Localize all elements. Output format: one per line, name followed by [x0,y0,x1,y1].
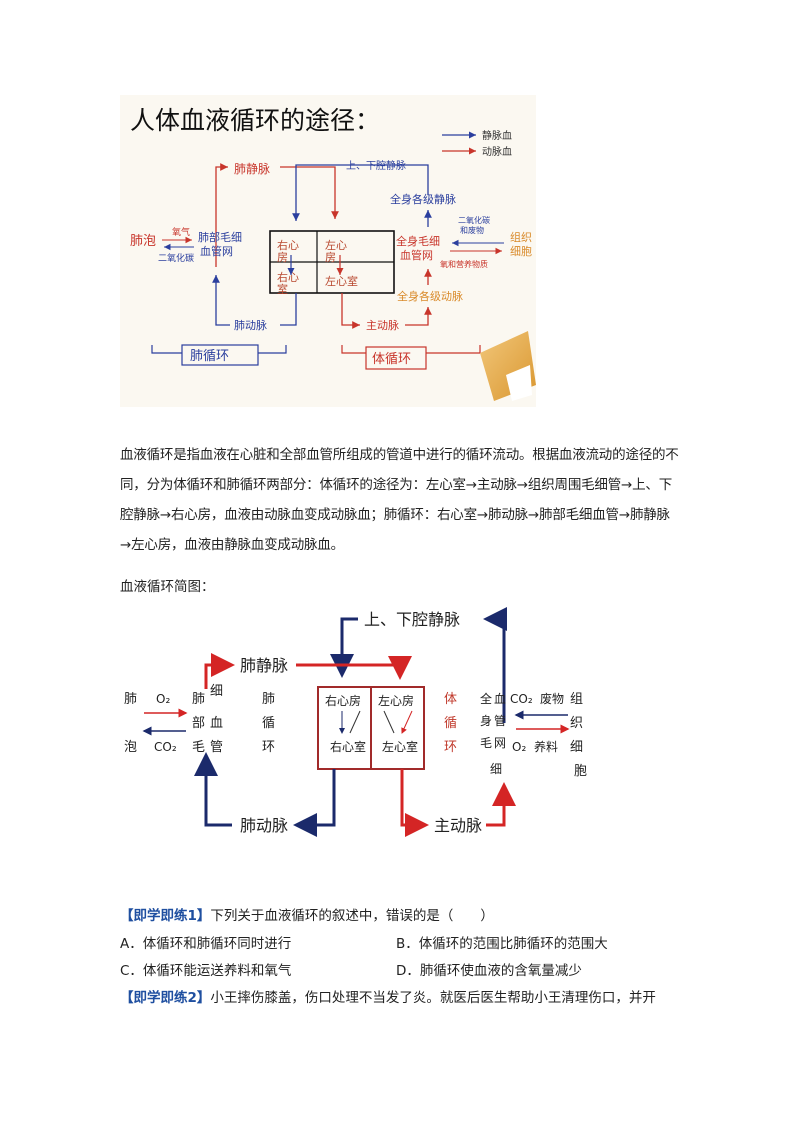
svg-text:细: 细 [490,762,502,776]
svg-text:全: 全 [480,691,492,706]
svg-text:组: 组 [570,692,583,707]
o2-right: O₂ [512,740,526,754]
body-capillary-col1: 全 身 毛 细 [480,691,502,776]
left-ventricle-label: 左心室 [382,739,418,754]
svg-text:循: 循 [444,716,457,731]
option-d[interactable]: D．肺循环使血液的含氧量减少 [396,963,582,979]
left-atrium-1: 左心 [325,239,347,252]
svg-text:环: 环 [262,740,275,755]
svg-text:血: 血 [210,716,223,731]
tissue-1: 组织 [510,230,532,244]
svg-text:身: 身 [480,713,492,728]
lung-capillary-col1: 肺 部 毛 [192,692,205,755]
pulmonary-circulation-box [181,344,259,366]
tissue-2: 细胞 [510,245,532,258]
svg-text:血: 血 [494,692,506,706]
co2-waste-2: 和废物 [460,225,484,235]
exercise-2-tag: 【即学即练2】 [120,990,211,1006]
legend-venous-label: 静脉血 [482,129,512,142]
svg-text:循: 循 [262,716,275,731]
pulmonary-artery-label-2: 肺动脉 [240,816,288,835]
waste-label: 废物 [540,691,564,706]
right-atrium-2: 房 [277,251,288,264]
svg-text:肺: 肺 [192,692,205,707]
lung-capillary-1: 肺部毛细 [198,230,242,244]
co2-label: 二氧化碳 [158,252,194,264]
o2-left: O₂ [156,692,170,706]
svg-text:胞: 胞 [574,764,587,779]
left-atrium-label: 左心房 [378,693,414,708]
systemic-circulation-vertical: 体 循 环 [444,692,457,755]
blood-circulation-pathway-figure: 人体血液循环的途径： 静脉血 动脉血 右心 房 左心 房 右心 室 左心室 肺静… [120,95,536,407]
svg-text:环: 环 [444,740,457,755]
body-capillary-2: 血管网 [400,248,433,262]
figure-title: 人体血液循环的途径： [130,106,380,135]
lung-capillary-col2: 细 血 管 [210,684,223,755]
svg-text:网: 网 [494,736,506,750]
exercise-1-text: 下列关于血液循环的叙述中，错误的是（ ） [210,908,494,924]
option-b[interactable]: B．体循环的范围比肺循环的范围大 [396,936,608,952]
svg-text:毛: 毛 [480,736,492,750]
option-a[interactable]: A．体循环和肺循环同时进行 [120,936,292,952]
pulmonary-circulation-vertical: 肺 循 环 [262,692,275,755]
vena-cava-label-2: 上、下腔静脉 [364,610,460,629]
oxygen-label: 氧气 [172,226,190,238]
svg-text:毛: 毛 [192,740,205,755]
right-ventricle-label: 右心室 [330,739,366,754]
oxygen-nutrients-label: 氧和营养物质 [440,259,488,269]
svg-text:管: 管 [494,713,506,728]
systemic-circulation-box [365,346,427,370]
right-atrium-label: 右心房 [325,693,361,708]
pulmonary-artery-label: 肺动脉 [234,318,267,332]
decorative-note-icon [480,331,536,401]
legend-arterial-label: 动脉血 [482,145,512,158]
nutrients-label: 养料 [534,739,558,754]
aorta-label-2: 主动脉 [434,816,482,835]
lung-1: 肺 [124,692,137,707]
body-veins-label: 全身各级静脉 [390,192,456,206]
co2-left: CO₂ [154,740,177,754]
exercise-1-tag: 【即学即练1】 [120,908,211,924]
svg-text:织: 织 [570,716,583,731]
body-capillary-1: 全身毛细 [396,234,440,248]
sketch-label: 血液循环简图： [120,579,215,595]
co2-waste-1: 二氧化碳 [458,215,490,225]
co2-right: CO₂ [510,692,533,706]
body-arteries-label: 全身各级动脉 [397,289,463,303]
option-c[interactable]: C．体循环能运送养料和氧气 [120,963,292,979]
body-capillary-col2: 血 管 网 [494,692,506,750]
svg-text:细: 细 [570,740,583,755]
svg-text:细: 细 [210,684,223,699]
lung-capillary-2: 血管网 [200,244,233,258]
exercise-2-question: 【即学即练2】小王摔伤膝盖，伤口处理不当发了炎。就医后医生帮助小王清理伤口，并开 [120,986,690,1006]
left-ventricle: 左心室 [325,274,358,288]
alveoli-label: 肺泡 [130,234,156,249]
aorta-label: 主动脉 [366,318,399,332]
right-atrium-1: 右心 [277,238,299,252]
pulmonary-vein-label-2: 肺静脉 [240,656,288,675]
lung-2: 泡 [124,740,137,755]
left-atrium-2: 房 [325,251,336,264]
right-ventricle-2: 室 [277,282,288,296]
tissue-cells-vertical: 组 织 细 胞 [570,692,587,779]
circulation-sketch-figure: 上、下腔静脉 肺静脉 右心房 左心房 右心室 左心室 肺动脉 主动脉 肺 泡 O… [124,607,587,837]
exercise-1-question: 【即学即练1】下列关于血液循环的叙述中，错误的是（ ） [120,904,494,924]
pulmonary-circulation-label: 肺循环 [190,349,229,364]
svg-text:体: 体 [444,692,457,707]
svg-text:肺: 肺 [262,692,275,707]
pulmonary-vein-label: 肺静脉 [234,161,270,176]
explanation-paragraph: 血液循环是指血液在心脏和全部血管所组成的管道中进行的循环流动。根据血液流动的途径… [120,447,679,553]
exercise-2-text: 小王摔伤膝盖，伤口处理不当发了炎。就医后医生帮助小王清理伤口，并开 [210,990,656,1006]
systemic-circulation-label: 体循环 [372,352,411,367]
svg-text:部: 部 [192,716,205,731]
svg-text:管: 管 [210,740,223,755]
right-ventricle-1: 右心 [277,270,299,284]
